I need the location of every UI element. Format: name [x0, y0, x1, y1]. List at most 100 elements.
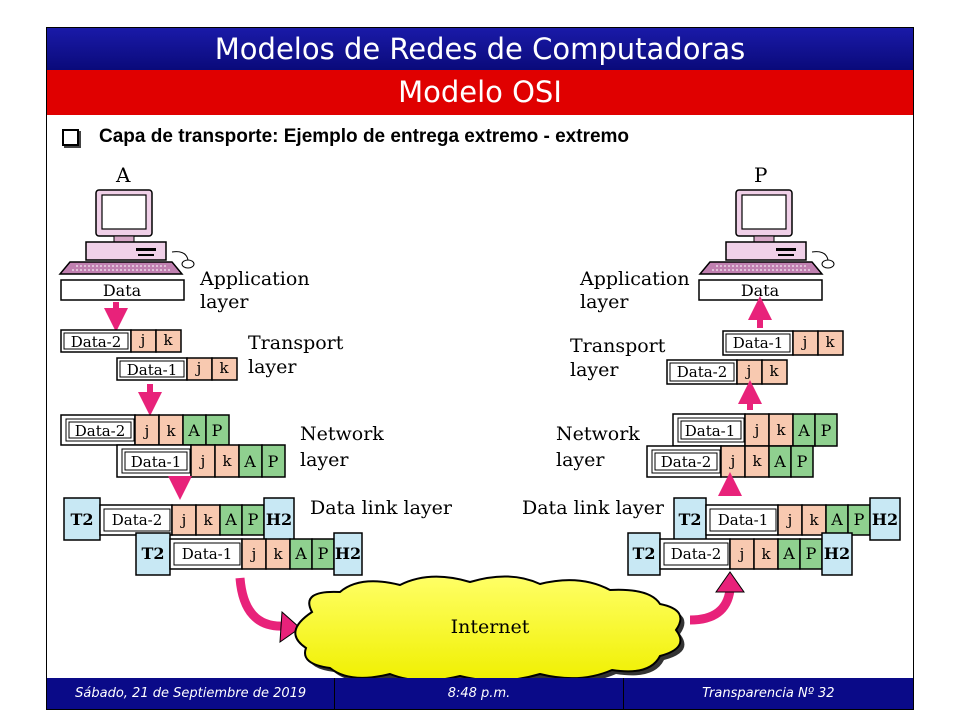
- right-transport-segment-1: Data-1 j k: [722, 330, 844, 356]
- svg-text:j: j: [745, 362, 752, 380]
- svg-text:Data-2: Data-2: [677, 363, 728, 381]
- svg-text:k: k: [273, 545, 283, 563]
- svg-text:A: A: [243, 452, 256, 471]
- left-transport-segment-1: Data-1 j k: [116, 357, 238, 381]
- internet-cloud: Internet: [294, 575, 685, 678]
- svg-text:H2: H2: [872, 510, 898, 529]
- slide-title: Modelos de Redes de Computadoras: [47, 28, 913, 70]
- osi-transport-diagram: A P Data Application layer Data-2 j k Da…: [59, 163, 901, 678]
- left-network-label-1: Network: [300, 423, 384, 445]
- left-frame-2: T2 Data-2 j k A P H2: [63, 497, 295, 541]
- svg-text:j: j: [195, 359, 202, 377]
- svg-text:j: j: [250, 545, 257, 563]
- svg-text:T2: T2: [70, 510, 93, 529]
- svg-text:j: j: [139, 331, 146, 349]
- right-app-data-text: Data: [741, 281, 780, 300]
- svg-text:H2: H2: [824, 544, 850, 563]
- svg-text:A: A: [830, 510, 843, 529]
- right-network-label-1: Network: [556, 423, 640, 445]
- svg-text:Data-1: Data-1: [131, 453, 182, 471]
- left-transport-segment-2: Data-2 j k: [60, 329, 182, 353]
- svg-text:A: A: [773, 452, 786, 471]
- svg-text:j: j: [753, 421, 760, 439]
- svg-text:j: j: [738, 545, 745, 563]
- left-app-data-text: Data: [103, 281, 142, 300]
- svg-text:Data-2: Data-2: [71, 333, 122, 351]
- svg-text:A: A: [782, 544, 795, 563]
- svg-text:H2: H2: [266, 510, 292, 529]
- svg-text:k: k: [166, 422, 176, 440]
- left-to-internet-arrow: [235, 577, 285, 631]
- svg-text:k: k: [776, 421, 786, 439]
- svg-text:j: j: [729, 452, 736, 470]
- svg-text:j: j: [786, 511, 793, 529]
- svg-text:A: A: [797, 421, 810, 440]
- checkbox-bullet-icon: [62, 128, 79, 146]
- left-frame-1: T2 Data-1 j k A P H2: [135, 532, 363, 576]
- host-a-label: A: [115, 163, 131, 187]
- right-app-layer-label-2: layer: [580, 291, 629, 313]
- left-network-packet-1: Data-1 j k A P: [116, 444, 286, 478]
- svg-text:P: P: [212, 421, 223, 440]
- svg-text:P: P: [318, 544, 329, 563]
- svg-text:Data-2: Data-2: [112, 511, 163, 529]
- svg-text:Data-1: Data-1: [718, 511, 769, 529]
- slide-subtitle: Modelo OSI: [47, 70, 913, 115]
- bullet-text: Capa de transporte: Ejemplo de entrega e…: [99, 126, 630, 147]
- left-app-layer-label-2: layer: [200, 291, 249, 313]
- right-datalink-label: Data link layer: [522, 497, 665, 519]
- left-datalink-label: Data link layer: [310, 497, 453, 519]
- svg-text:k: k: [769, 362, 779, 380]
- svg-text:Data-2: Data-2: [661, 453, 712, 471]
- svg-text:k: k: [222, 452, 232, 470]
- svg-text:Data-1: Data-1: [685, 422, 736, 440]
- right-transport-label-1: Transport: [570, 335, 666, 357]
- svg-text:Internet: Internet: [451, 616, 530, 638]
- svg-text:k: k: [825, 333, 835, 351]
- right-transport-label-2: layer: [570, 359, 619, 381]
- slide-footer: Sábado, 21 de Septiembre de 2019 8:48 p.…: [47, 678, 913, 709]
- svg-text:k: k: [203, 511, 213, 529]
- svg-text:P: P: [248, 510, 259, 529]
- left-transport-label-2: layer: [248, 356, 297, 378]
- right-frame-1: T2 Data-1 j k A P H2: [673, 497, 901, 541]
- svg-text:Data-2: Data-2: [75, 422, 126, 440]
- svg-text:k: k: [809, 511, 819, 529]
- svg-text:j: j: [199, 452, 206, 470]
- right-transport-segment-2: Data-2 j k: [666, 359, 788, 385]
- computer-p-icon: [699, 189, 835, 275]
- computer-a-icon: [59, 189, 195, 275]
- svg-text:k: k: [219, 359, 229, 377]
- right-network-packet-1: Data-1 j k A P: [672, 413, 838, 447]
- svg-text:A: A: [294, 544, 307, 563]
- svg-text:Data-1: Data-1: [182, 545, 233, 563]
- svg-text:k: k: [761, 545, 771, 563]
- svg-text:k: k: [752, 452, 762, 470]
- svg-text:A: A: [187, 421, 200, 440]
- host-p-label: P: [754, 163, 767, 187]
- svg-text:P: P: [821, 421, 832, 440]
- left-network-packet-2: Data-2 j k A P: [60, 414, 230, 446]
- svg-text:Data-1: Data-1: [127, 361, 178, 379]
- footer-date: Sábado, 21 de Septiembre de 2019: [47, 678, 336, 709]
- bullet-item: Capa de transporte: Ejemplo de entrega e…: [62, 124, 629, 150]
- left-app-layer-label-1: Application: [199, 268, 310, 290]
- svg-text:P: P: [806, 544, 817, 563]
- footer-slide-number: Transparencia Nº 32: [702, 686, 835, 701]
- svg-text:T2: T2: [141, 544, 164, 563]
- svg-text:P: P: [797, 452, 808, 471]
- left-app-data-box: [60, 279, 185, 301]
- left-transport-label-1: Transport: [248, 332, 344, 354]
- right-network-packet-2: Data-2 j k A P: [646, 445, 814, 478]
- svg-text:Data-2: Data-2: [671, 545, 722, 563]
- svg-text:j: j: [143, 422, 150, 440]
- svg-text:P: P: [268, 452, 279, 471]
- svg-text:T2: T2: [678, 510, 701, 529]
- footer-time: 8:48 p.m.: [335, 678, 624, 709]
- svg-text:Data-1: Data-1: [733, 334, 784, 352]
- svg-text:j: j: [180, 511, 187, 529]
- svg-text:P: P: [854, 510, 865, 529]
- svg-text:k: k: [163, 331, 173, 349]
- right-frame-2: T2 Data-2 j k A P H2: [627, 532, 853, 576]
- internet-to-right-arrow: [689, 589, 735, 625]
